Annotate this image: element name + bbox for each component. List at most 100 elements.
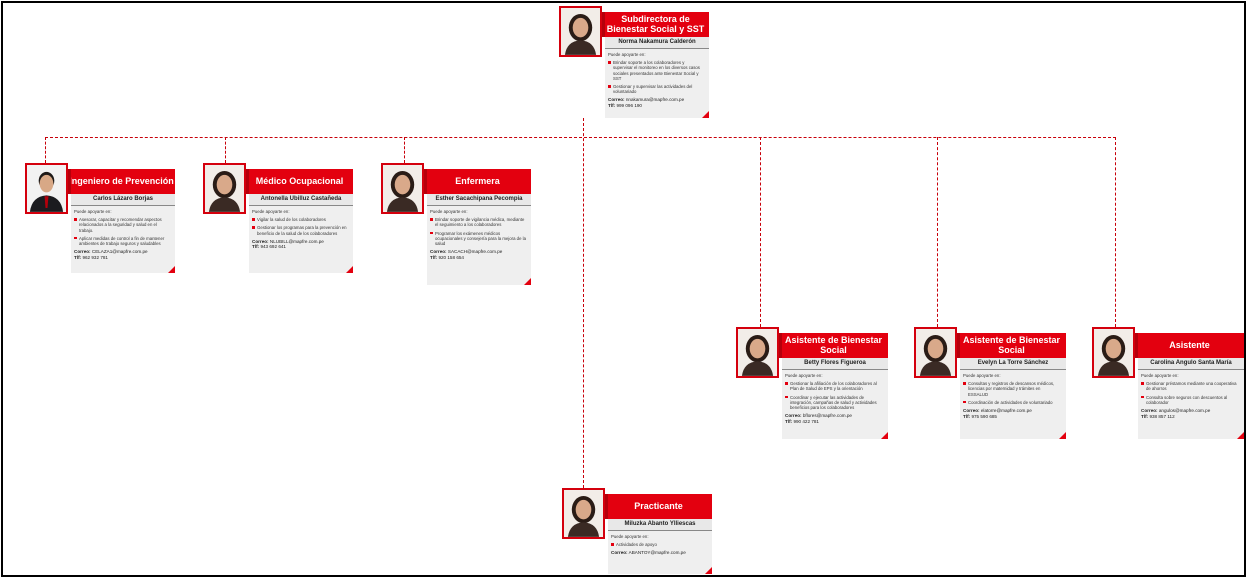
title-accent	[605, 494, 608, 519]
title-accent	[779, 333, 782, 358]
person-photo-icon	[27, 165, 66, 212]
help-text: Puede apoyarte en:	[430, 209, 468, 214]
card-title: Asistente de Bienestar Social	[957, 333, 1066, 358]
person-photo-icon	[738, 329, 777, 376]
contact-email: Correo: CELAZA1@mapfre.com.pe	[74, 249, 148, 255]
card-person-name: Miluzka Abanto Ylliescas	[608, 519, 712, 531]
card-practicante: Practicante Miluzka Abanto Ylliescas Pue…	[562, 488, 712, 574]
card-enfermera: Enfermera Esther Sacachipana Pecompia Pu…	[381, 163, 531, 285]
contact-phone: Tlf: 990 422 781	[785, 418, 819, 424]
task-list: Vigilar la salud de los colaboradores Ge…	[252, 217, 348, 236]
card-asistente-1: Asistente de Bienestar Social Betty Flor…	[736, 327, 888, 439]
corner-triangle	[1059, 432, 1066, 439]
task-list: Gestionar la afiliación de los colaborad…	[785, 381, 883, 410]
contact-phone: Tlf: 943 692 641	[252, 244, 286, 250]
help-text: Puede apoyarte en:	[608, 52, 646, 57]
card-person-name: Esther Sacachipana Pecompia	[427, 194, 531, 206]
email-link[interactable]: angulos@mapfre.com.pe	[1158, 408, 1211, 414]
photo-enfermera	[381, 163, 424, 214]
person-photo-icon	[205, 165, 244, 212]
contact-email: Correo: nnakamura@mapfre.com.pe	[608, 97, 685, 103]
contact-phone: Tlf: 975 590 685	[963, 413, 997, 419]
card-asistente-2: Asistente de Bienestar Social Evelyn La …	[914, 327, 1066, 439]
corner-triangle	[524, 278, 531, 285]
card-body: Puede apoyarte en: Actividades de apoyo …	[608, 531, 712, 574]
connector-asistente2	[937, 137, 938, 327]
title-accent	[957, 333, 960, 358]
card-asistente-3: Asistente Carolina Angulo Santa María Pu…	[1092, 327, 1244, 439]
corner-triangle	[168, 266, 175, 273]
connector-main-vertical	[583, 118, 584, 488]
contact-email: Correo: NLUBILL@mapfre.com.pe	[252, 238, 324, 244]
help-text: Puede apoyarte en:	[963, 373, 1001, 378]
task-item: Gestionar la afiliación de los colaborad…	[785, 381, 883, 391]
connector-ingeniero	[45, 137, 46, 163]
task-item: Aplicar medidas de control a fin de mant…	[74, 236, 170, 246]
card-title: Subdirectora de Bienestar Social y SST	[602, 12, 709, 37]
title-accent	[1135, 333, 1138, 358]
email-link[interactable]: elatorre@mapfre.com.pe	[980, 408, 1032, 414]
email-link[interactable]: NLUBILL@mapfre.com.pe	[269, 238, 324, 244]
person-photo-icon	[383, 165, 422, 212]
photo-practicante	[562, 488, 605, 539]
task-item: Actividades de apoyo	[611, 542, 707, 547]
title-accent	[424, 169, 427, 194]
contact-phone: Tlf: 999 096 190	[608, 102, 642, 108]
task-item: Gestionar y supervisar las actividades d…	[608, 84, 704, 94]
card-person-name: Antonella Ubilluz Castañeda	[249, 194, 353, 206]
task-item: Asesorar, capacitar y recomendar aspecto…	[74, 217, 170, 233]
card-person-name: Evelyn La Torre Sánchez	[960, 358, 1066, 370]
corner-triangle	[702, 111, 709, 118]
email-link[interactable]: SACACH@mapfre.com.pe	[447, 249, 503, 255]
email-link[interactable]: CELAZA1@mapfre.com.pe	[91, 249, 148, 255]
connector-asistente3	[1115, 137, 1116, 327]
help-text: Puede apoyarte en:	[74, 209, 112, 214]
contact-phone: Tlf: 938 857 112	[1141, 413, 1175, 419]
card-ingeniero: Ingeniero de Prevención Carlos Lázaro Bo…	[25, 163, 175, 273]
card-body: Puede apoyarte en: Consultas y registros…	[960, 370, 1066, 439]
connector-asistente1	[760, 137, 761, 327]
task-item: Programar los exámenes médicos ocupacion…	[430, 231, 526, 247]
card-body: Puede apoyarte en: Brindar soporte a los…	[605, 49, 709, 118]
task-item: Vigilar la salud de los colaboradores	[252, 217, 348, 222]
photo-subdirectora	[559, 6, 602, 57]
task-list: Actividades de apoyo	[611, 542, 707, 547]
card-body: Puede apoyarte en: Gestionar la afiliaci…	[782, 370, 888, 439]
person-photo-icon	[916, 329, 955, 376]
photo-asistente-3	[1092, 327, 1135, 378]
title-accent	[68, 169, 71, 194]
card-person-name: Betty Flores Figueroa	[782, 358, 888, 370]
help-text: Puede apoyarte en:	[785, 373, 823, 378]
photo-medico	[203, 163, 246, 214]
card-subdirectora: Subdirectora de Bienestar Social y SST N…	[559, 6, 709, 118]
person-photo-icon	[1094, 329, 1133, 376]
corner-triangle	[705, 567, 712, 574]
title-accent	[602, 12, 605, 37]
task-item: Coordinar y ejecutar las actividades de …	[785, 395, 883, 411]
photo-ingeniero	[25, 163, 68, 214]
card-medico: Médico Ocupacional Antonella Ubilluz Cas…	[203, 163, 353, 273]
title-accent	[246, 169, 249, 194]
connector-enfermera	[404, 137, 405, 163]
corner-triangle	[346, 266, 353, 273]
contact-email: Correo: elatorre@mapfre.com.pe	[963, 408, 1032, 414]
card-person-name: Norma Nakamura Calderón	[605, 37, 709, 49]
help-text: Puede apoyarte en:	[1141, 373, 1179, 378]
task-list: Consultas y registros de descansos médic…	[963, 381, 1061, 405]
email-link[interactable]: nnakamura@mapfre.com.pe	[625, 97, 685, 103]
connector-medico	[225, 137, 226, 163]
email-link[interactable]: bflores@mapfre.com.pe	[802, 413, 852, 419]
connector-horizontal-bus	[45, 137, 1116, 138]
corner-triangle	[881, 432, 888, 439]
email-link[interactable]: ABANTOY@mapfre.com.pe	[628, 550, 686, 556]
card-body: Puede apoyarte en: Gestionar préstamos m…	[1138, 370, 1244, 439]
contact-email: Correo: bflores@mapfre.com.pe	[785, 413, 852, 419]
person-photo-icon	[564, 490, 603, 537]
card-title: Ingeniero de Prevención	[68, 169, 175, 194]
card-body: Puede apoyarte en: Asesorar, capacitar y…	[71, 206, 175, 273]
corner-triangle	[1237, 432, 1244, 439]
card-person-name: Carlos Lázaro Borjas	[71, 194, 175, 206]
task-list: Asesorar, capacitar y recomendar aspecto…	[74, 217, 170, 246]
card-body: Puede apoyarte en: Brindar soporte de vi…	[427, 206, 531, 285]
